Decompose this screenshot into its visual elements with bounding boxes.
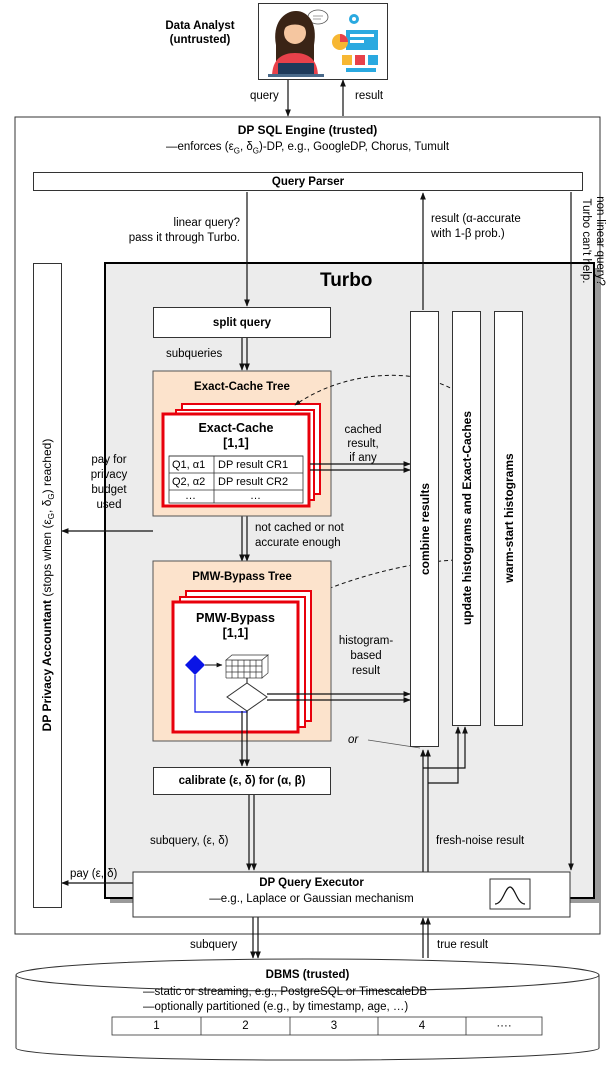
pmw-bypass-title: PMW-Bypass — [196, 611, 275, 625]
split-query-box — [153, 307, 331, 338]
non-linear-note: non-linear query?Turbo can't help. — [580, 196, 606, 286]
histogram-icon — [225, 654, 269, 679]
privacy-accountant-box — [33, 263, 62, 908]
privacy-accountant-label: DP Privacy Accountant (stops when (εG, δ… — [39, 438, 56, 732]
dbms-line-2: —optionally partitioned (e.g., by timest… — [143, 1001, 409, 1013]
update-histograms-box — [452, 311, 481, 726]
cache-row-3-result: … — [250, 490, 261, 502]
dbms-line-1: —static or streaming, e.g., PostgreSQL o… — [143, 986, 427, 998]
cached-note-1: cached — [344, 424, 382, 436]
linear-note-1: linear query? — [173, 217, 240, 229]
cache-row-2-result: DP result CR2 — [218, 476, 289, 488]
hist-note-2: based — [350, 650, 382, 662]
linear-note-2: pass it through Turbo. — [128, 232, 240, 244]
subquery-eps-label: subquery, (ε, δ) — [150, 835, 229, 847]
exact-cache-title: Exact-Cache — [198, 421, 274, 435]
combine-results-label: combine results — [417, 482, 432, 576]
query-label: query — [250, 90, 279, 102]
executor-title: DP Query Executor — [259, 877, 364, 889]
exact-cache-tree-title: Exact-Cache Tree — [194, 381, 290, 393]
cached-note-2: result, — [347, 438, 379, 450]
warm-start-box — [494, 311, 523, 726]
executor-subtitle: —e.g., Laplace or Gaussian mechanism — [209, 893, 414, 905]
cache-row-2-query: Q2, α2 — [172, 476, 206, 488]
engine-subtitle: —enforces (εG, δG)-DP, e.g., GoogleDP, C… — [165, 141, 450, 156]
laplace-curve-icon — [494, 886, 526, 905]
bypass-diamond-icon — [185, 655, 205, 675]
analyst-title: Data Analyst — [165, 20, 235, 32]
split-query-label: split query — [212, 317, 272, 329]
calibrate-label: calibrate (ε, δ) for (α, β) — [178, 775, 306, 787]
cache-row-1-result: DP result CR1 — [218, 459, 289, 471]
pmw-bypass-index: [1,1] — [222, 626, 249, 640]
warm-start-label: warm-start histograms — [501, 453, 516, 583]
pay-note-4: used — [96, 499, 122, 511]
exact-cache-index: [1,1] — [223, 436, 249, 450]
not-cached-note-2: accurate enough — [255, 537, 341, 549]
cached-note-3: if any — [349, 452, 377, 464]
result-label: result — [355, 90, 384, 102]
query-parser-label: Query Parser — [271, 176, 345, 188]
query-parser-box — [33, 172, 583, 191]
update-histogram-dashed-arrow — [301, 559, 463, 601]
update-cache-dashed-arrow — [294, 374, 463, 406]
pay-note-3: budget — [91, 484, 127, 496]
laptop-icon — [278, 63, 314, 75]
turbo-title: Turbo — [320, 270, 373, 291]
not-cached-note-1: not cached or not — [255, 522, 344, 534]
pay-eps-label: pay (ε, δ) — [70, 868, 118, 880]
analyst-face — [284, 22, 306, 44]
partition-strip — [111, 1016, 543, 1036]
cache-row-1-query: Q1, α1 — [172, 459, 206, 471]
analyst-subtitle: (untrusted) — [169, 34, 231, 46]
data-analyst-illustration — [258, 3, 388, 80]
or-label: or — [348, 734, 359, 746]
result-note-1: result (α-accurate — [431, 213, 521, 225]
combine-results-box — [410, 311, 439, 747]
calibrate-box — [153, 767, 331, 795]
exact-cache-node — [161, 412, 311, 508]
partition-3: 3 — [330, 1020, 338, 1032]
update-histograms-label: update histograms and Exact-Caches — [459, 410, 474, 626]
hist-note-1: histogram- — [338, 635, 394, 647]
result-note-2: with 1-β prob.) — [431, 228, 505, 240]
pay-note-1: pay for — [91, 454, 127, 466]
engine-title: DP SQL Engine (trusted) — [237, 123, 378, 137]
subqueries-label: subqueries — [166, 348, 223, 360]
dbms-title: DBMS (trusted) — [265, 969, 350, 981]
cache-row-3-query: … — [185, 490, 196, 502]
partition-4: 4 — [418, 1020, 426, 1032]
partition-2: 2 — [242, 1020, 249, 1032]
true-result-label: true result — [437, 939, 489, 951]
hist-note-3: result — [351, 665, 381, 677]
pay-note-2: privacy — [90, 469, 128, 481]
partition-more: ···· — [496, 1020, 512, 1032]
fresh-noise-label: fresh-noise result — [436, 835, 525, 847]
subquery-label: subquery — [190, 939, 238, 951]
pmw-bypass-tree-title: PMW-Bypass Tree — [192, 571, 292, 583]
partition-1: 1 — [153, 1020, 160, 1032]
